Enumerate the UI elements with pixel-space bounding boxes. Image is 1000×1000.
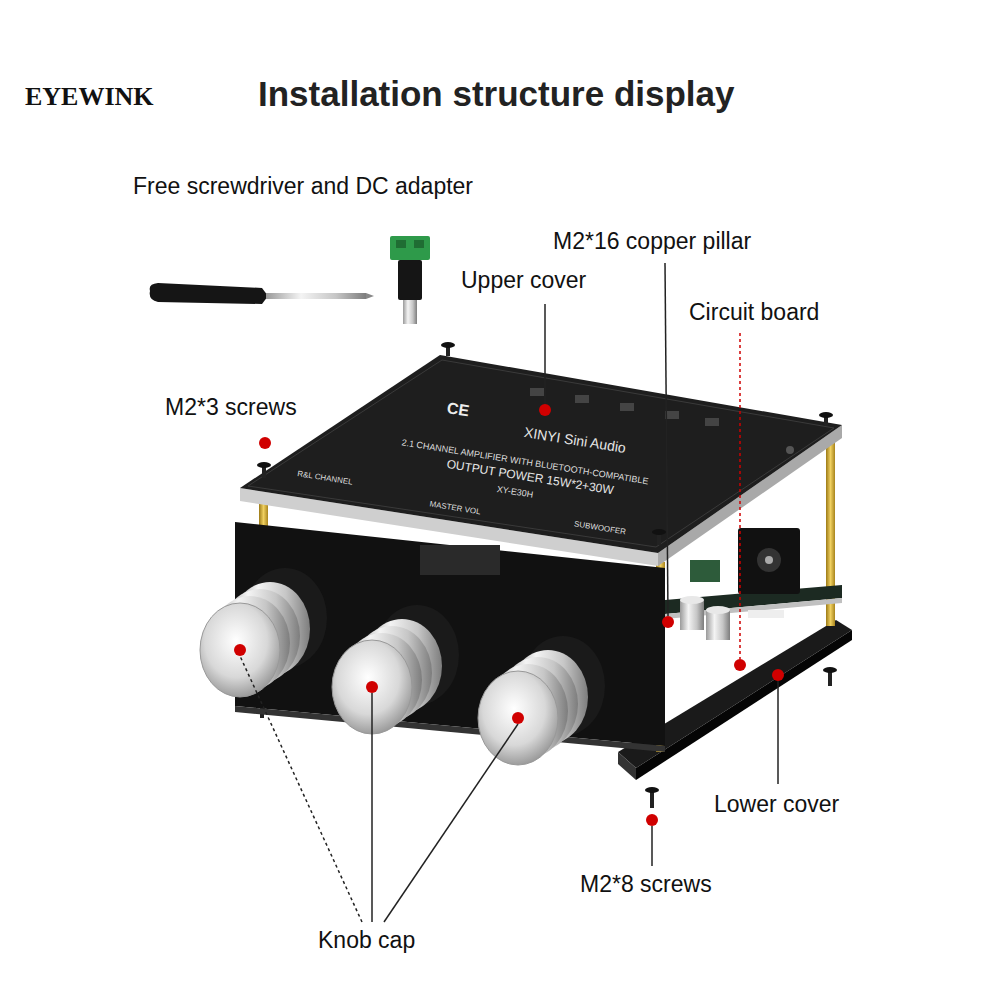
- callout-dot-part: [234, 644, 246, 656]
- screwdriver-part: [150, 283, 268, 304]
- screw-part: [652, 529, 666, 535]
- circuit-board-part: [680, 600, 704, 630]
- screw-part: [645, 787, 659, 793]
- screwdriver-part: [366, 293, 374, 299]
- board-marking: XINYI Sini Audio: [523, 424, 627, 456]
- circuit-board-part: [738, 528, 800, 594]
- screwdriver: [150, 283, 374, 304]
- part-label: Circuit board: [689, 299, 819, 325]
- circuit-board-part: [765, 556, 773, 564]
- circuit-board-part: [748, 610, 784, 618]
- dc-adapter-part: [403, 300, 417, 324]
- circuit-board: [665, 528, 842, 640]
- leader-line-part: [240, 656, 362, 922]
- callout-dot: [234, 404, 784, 826]
- screw-part: [823, 667, 837, 673]
- upper-cover-part: [786, 446, 794, 454]
- screw-part: [828, 672, 832, 686]
- screw-part: [441, 342, 455, 348]
- brand-mark: EYEWINK: [25, 82, 154, 112]
- part-label: Knob cap: [318, 927, 415, 953]
- upper-cover-part: [575, 395, 589, 403]
- board-marking: R&L CHANNEL: [297, 469, 353, 487]
- callout-dot-part: [662, 616, 674, 628]
- circuit-board-part: [680, 596, 704, 604]
- knob: [478, 636, 605, 765]
- board-marking: CE: [446, 399, 471, 421]
- leader-line-part: [739, 333, 741, 659]
- screwdriver-part: [266, 293, 366, 299]
- dc-adapter-part: [414, 240, 424, 248]
- knob: [332, 605, 459, 734]
- board-marking: XY-E30H: [496, 484, 534, 500]
- callout-dot-part: [539, 404, 551, 416]
- front-panel-part: [420, 545, 500, 575]
- leader-line-part: [544, 304, 546, 404]
- knob-part: [200, 603, 280, 697]
- lower-cover-part: [636, 630, 852, 780]
- leader-line: [240, 263, 778, 922]
- dc-adapter-part: [390, 236, 430, 260]
- knob-part: [478, 671, 558, 765]
- board-marking: MASTER VOL: [429, 499, 481, 516]
- callout-dot-part: [772, 669, 784, 681]
- board-marking: SUBWOOFER: [573, 519, 626, 536]
- title: Installation structure display: [258, 74, 735, 114]
- screw-part: [819, 412, 833, 418]
- lower-cover-part: [618, 752, 636, 780]
- upper-cover-part: [530, 388, 544, 396]
- knob: [200, 568, 327, 697]
- upper-cover-part: [240, 355, 842, 553]
- leader-line-part: [651, 826, 653, 866]
- callout-dot-part: [366, 681, 378, 693]
- dc-adapter-part: [398, 260, 422, 300]
- accessory-label: Free screwdriver and DC adapter: [133, 173, 473, 199]
- leader-line-part: [384, 724, 518, 922]
- part-label: Lower cover: [714, 791, 839, 817]
- leader-line-part: [665, 263, 668, 616]
- circuit-board-part: [690, 560, 720, 582]
- circuit-board-part: [706, 606, 730, 614]
- leader-line-part: [777, 681, 779, 784]
- leader-line-part: [371, 693, 373, 922]
- part-label: Upper cover: [461, 267, 586, 293]
- dc-adapter-part: [396, 240, 406, 248]
- circuit-board-part: [706, 610, 730, 640]
- upper-cover-part: [705, 418, 719, 426]
- callout-dot-part: [734, 659, 746, 671]
- upper-cover-part: [248, 360, 834, 547]
- callout-dot-part: [259, 437, 271, 449]
- upper-cover-part: [620, 403, 634, 411]
- part-label: M2*8 screws: [580, 871, 712, 897]
- circuit-board-part: [757, 548, 781, 572]
- part-label: M2*3 screws: [165, 394, 297, 420]
- callout-dot-part: [646, 814, 658, 826]
- upper-cover-part: [665, 411, 679, 419]
- screw-part: [650, 792, 654, 808]
- screw-part: [257, 462, 271, 468]
- callout-dot-part: [512, 712, 524, 724]
- front-panel-part: [235, 706, 665, 752]
- part-label: M2*16 copper pillar: [553, 228, 751, 254]
- dc-adapter: [390, 236, 430, 324]
